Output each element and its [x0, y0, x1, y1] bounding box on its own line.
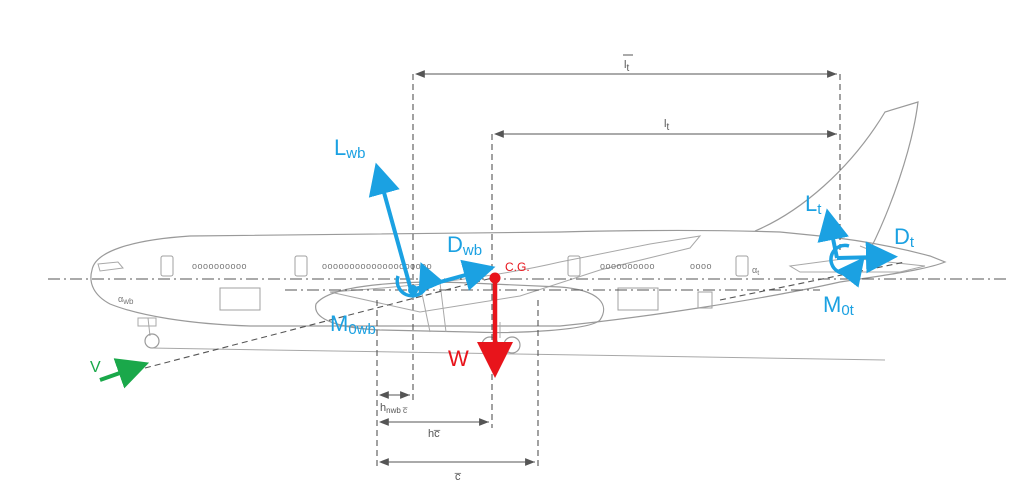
wing-body-forces: [368, 162, 496, 298]
label-alpha-t: αt: [752, 265, 759, 277]
label-cg: C.G.: [505, 260, 530, 274]
label-M0wb: M0wb: [330, 311, 376, 338]
label-alpha-wb: αwb: [118, 294, 134, 306]
label-W: W: [448, 346, 469, 371]
arrow-lift-t: [817, 208, 849, 259]
arrow-drag-wb: [410, 259, 496, 292]
label-h-nwb: hnwb c̅: [380, 402, 408, 415]
tail-forces: [817, 208, 898, 288]
label-lt: lt: [664, 118, 669, 133]
arrow-moment-wb: [395, 262, 445, 298]
aircraft-outline: oooooooooo oooooooooooooooooooo oooooooo…: [90, 101, 947, 361]
svg-text:oooooooooooooooooooo: oooooooooooooooooooo: [322, 261, 432, 271]
arrow-lift-wb: [368, 162, 413, 291]
dimension-lines: [378, 70, 837, 466]
ac-point-wb: [408, 285, 418, 295]
label-M0t: M0t: [823, 292, 855, 319]
label-Lt: Lt: [805, 191, 822, 218]
label-Lwb: Lwb: [334, 135, 365, 162]
arrow-drag-t: [836, 241, 898, 274]
label-lt-bar: lt: [624, 59, 629, 74]
arrow-moment-t: [829, 243, 865, 288]
label-Dt: Dt: [894, 224, 915, 251]
arrow-velocity: [99, 358, 150, 389]
label-c-bar: c̅: [454, 471, 462, 483]
label-h-c: hc̅: [428, 428, 441, 440]
cg-point: [489, 272, 501, 284]
svg-text:oooo: oooo: [690, 261, 712, 271]
svg-text:oooooooooo: oooooooooo: [600, 261, 655, 271]
weight-force: [477, 272, 513, 378]
label-Dwb: Dwb: [447, 232, 482, 259]
svg-text:oooooooooo: oooooooooo: [192, 261, 247, 271]
label-V: V: [90, 359, 101, 376]
